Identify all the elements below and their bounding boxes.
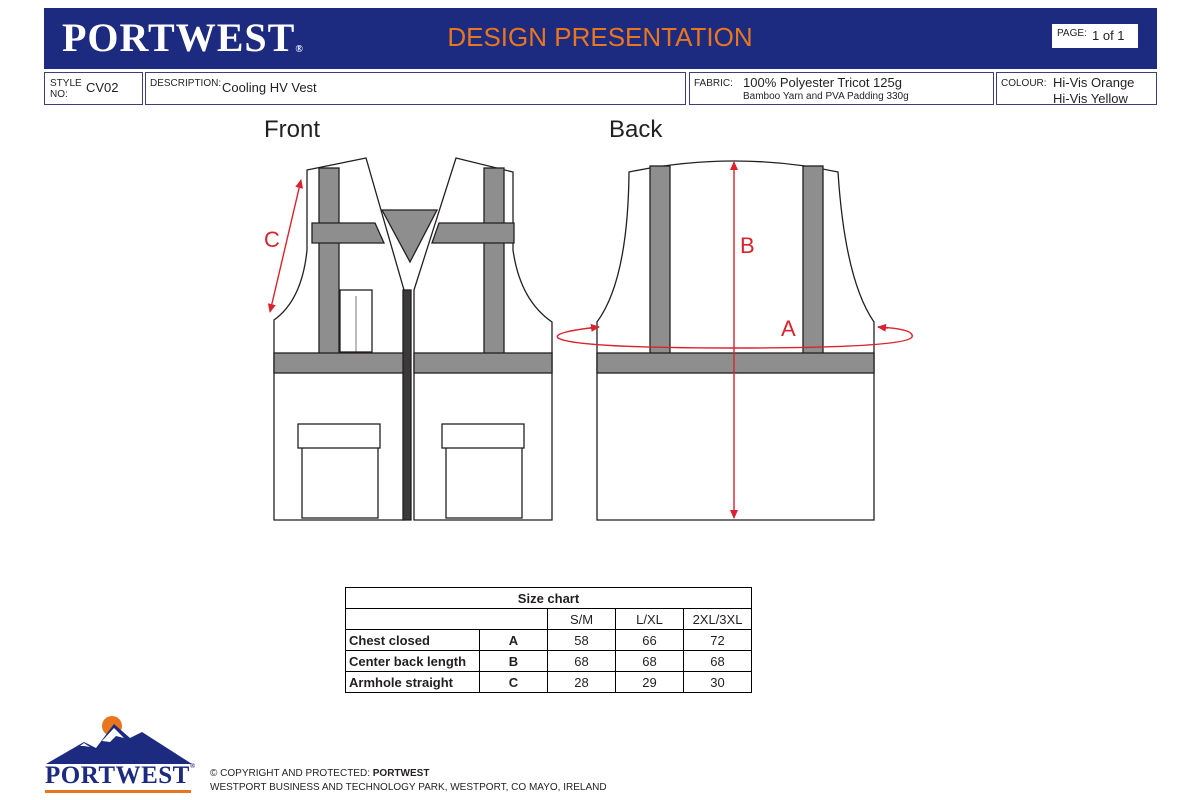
row-name: Center back length (345, 650, 480, 672)
row-code: A (479, 629, 548, 651)
row-name: Chest closed (345, 629, 480, 651)
front-zipper (402, 289, 412, 521)
document-title: DESIGN PRESENTATION (447, 22, 753, 52)
vest-technical-drawing: C B A (264, 157, 913, 521)
page-indicator: PAGE: 1 of 1 (1052, 24, 1138, 48)
row-name: Armhole straight (345, 671, 480, 693)
front-right-pocket-flap (441, 423, 525, 449)
front-chest-tape-left (311, 222, 386, 244)
size-header-2xl3xl: 2XL/3XL (683, 608, 752, 630)
measure-chest (556, 323, 913, 349)
colour-yellow: Hi-Vis Yellow (1053, 91, 1128, 106)
colour-label: COLOUR: (1001, 78, 1047, 89)
table-row: Chest closed A 58 66 72 (345, 629, 752, 651)
colour-box: COLOUR: Hi-Vis Orange Hi-Vis Yellow (996, 72, 1157, 106)
back-left-shoulder-tape (649, 165, 671, 355)
front-left-shoulder-tape (318, 167, 340, 355)
back-view-label: Back (609, 116, 663, 143)
row-value: 68 (615, 650, 684, 672)
size-chart-table: Size chart S/M L/XL 2XL/3XL Chest closed… (345, 587, 752, 693)
measure-label-a: A (781, 316, 796, 341)
size-chart-header-row: S/M L/XL 2XL/3XL (345, 608, 752, 630)
footer-logo-underline (45, 790, 191, 793)
copyright-line: © COPYRIGHT AND PROTECTED: PORTWEST (210, 768, 429, 779)
table-row: Armhole straight C 28 29 30 (345, 671, 752, 693)
row-value: 58 (547, 629, 616, 651)
back-vest-drawing (596, 160, 875, 521)
table-row: Center back length B 68 68 68 (345, 650, 752, 672)
row-value: 68 (547, 650, 616, 672)
size-chart-title: Size chart (345, 587, 752, 609)
row-value: 72 (683, 629, 752, 651)
front-view-label: Front (264, 116, 321, 143)
front-left-pocket-flap (297, 423, 381, 449)
description-label: DESCRIPTION: (150, 78, 222, 89)
row-code: B (479, 650, 548, 672)
page-value: 1 of 1 (1092, 28, 1125, 43)
footer-brand-name: PORTWEST (45, 762, 190, 789)
back-right-shoulder-tape (802, 165, 824, 355)
fabric-label: FABRIC: (694, 78, 733, 89)
measure-label-c: C (264, 227, 280, 252)
address-line: WESTPORT BUSINESS AND TECHNOLOGY PARK, W… (210, 782, 607, 793)
size-header-lxl: L/XL (615, 608, 684, 630)
row-code: C (479, 671, 548, 693)
row-value: 28 (547, 671, 616, 693)
footer-brand-logo: PORTWEST® (45, 762, 196, 790)
portwest-logo: PORTWEST® (62, 14, 304, 61)
copyright-prefix: © COPYRIGHT AND PROTECTED: (210, 768, 373, 779)
front-right-shoulder-tape (483, 167, 505, 355)
brand-name: PORTWEST (62, 15, 296, 60)
back-waist-tape (596, 352, 875, 374)
row-value: 66 (615, 629, 684, 651)
fabric-line-1: 100% Polyester Tricot 125g (743, 75, 902, 90)
front-vest-drawing (273, 157, 553, 521)
description-box: DESCRIPTION: Cooling HV Vest (145, 72, 686, 105)
front-waist-tape-left (273, 352, 405, 374)
copyright-owner: PORTWEST (372, 768, 430, 779)
front-neck-mesh (380, 209, 439, 264)
row-value: 68 (683, 650, 752, 672)
size-chart-corner (345, 608, 548, 630)
size-header-sm: S/M (547, 608, 616, 630)
measure-label-b: B (740, 233, 755, 258)
page-label: PAGE: (1057, 28, 1087, 39)
row-value: 30 (683, 671, 752, 693)
header-banner (44, 8, 1157, 69)
back-vest-outline (596, 160, 875, 521)
row-value: 29 (615, 671, 684, 693)
colour-orange: Hi-Vis Orange (1053, 75, 1135, 90)
size-chart-title-row: Size chart (345, 587, 752, 609)
measure-armhole (267, 179, 304, 313)
registered-mark: ® (295, 44, 304, 55)
fabric-box: FABRIC: 100% Polyester Tricot 125g Bambo… (689, 72, 994, 105)
front-chest-tape-right (431, 222, 515, 244)
fabric-line-2: Bamboo Yarn and PVA Padding 330g (743, 91, 909, 102)
description-value: Cooling HV Vest (222, 80, 317, 95)
footer-registered-mark: ® (189, 762, 196, 770)
front-waist-tape-right (413, 352, 553, 374)
style-value: CV02 (86, 80, 119, 95)
mountain-logo-icon (46, 716, 192, 764)
